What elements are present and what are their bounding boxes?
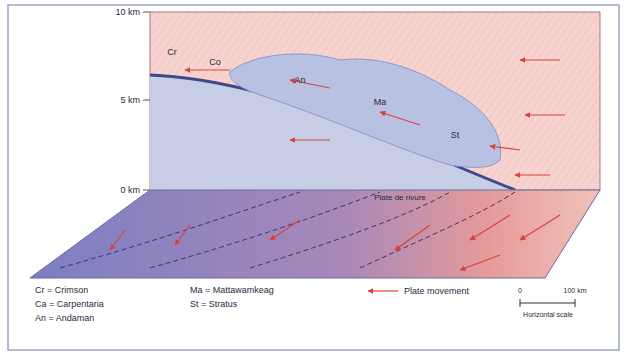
unit-code: St [451, 131, 460, 140]
legend-code: An = Andaman [35, 314, 94, 323]
legend-code: St = Stratus [190, 300, 237, 309]
legend-code: Ca = Carpentaria [35, 300, 104, 309]
scale-number: 0 [518, 287, 522, 294]
depth-label: 0 km [120, 186, 140, 195]
unit-code: Co [209, 58, 221, 67]
depth-label: 10 km [115, 8, 140, 17]
arrow-sample [360, 286, 400, 296]
legend-item: Plate movement [360, 286, 469, 296]
legend-code: Cr = Crimson [35, 286, 88, 295]
plate-label: Plate de rivure [374, 194, 426, 202]
scale-caption: Horizontal scale [523, 311, 573, 318]
unit-code: Ma [374, 98, 387, 107]
legend-text: Plate movement [404, 286, 469, 296]
depth-label: 5 km [120, 96, 140, 105]
unit-code: An [294, 76, 305, 85]
legend-code: Ma = Mattawamkeag [190, 286, 274, 295]
unit-code: Cr [167, 48, 177, 57]
scale-number: 100 km [564, 287, 587, 294]
